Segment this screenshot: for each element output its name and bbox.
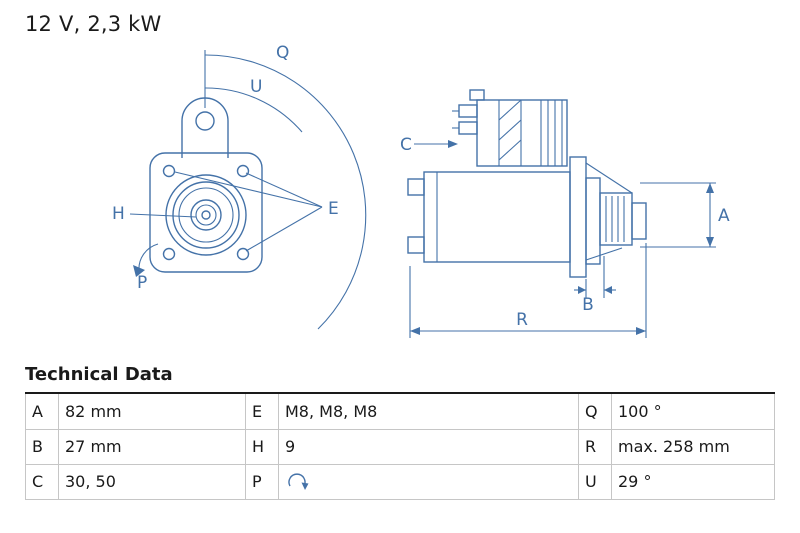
label-b: B: [582, 295, 594, 315]
param-value: 82 mm: [58, 394, 246, 430]
param-key: B: [25, 428, 59, 465]
dimension-a: A: [640, 182, 730, 248]
param-key: R: [578, 428, 612, 465]
label-u: U: [250, 77, 262, 97]
param-key: U: [578, 463, 612, 500]
param-key: Q: [578, 394, 612, 430]
dimension-c-arrow: C: [400, 135, 458, 155]
param-value: max. 258 mm: [611, 428, 775, 465]
param-value: M8, M8, M8: [278, 394, 579, 430]
dimension-p-rotation: P: [133, 243, 159, 293]
param-key: P: [245, 463, 279, 500]
dimension-h-leader: H: [112, 204, 197, 224]
dimension-r: R: [409, 243, 647, 338]
dimension-b: B: [574, 256, 616, 315]
param-value: 9: [278, 428, 579, 465]
table-row: A 82 mm E M8, M8, M8 Q 100 °: [25, 394, 775, 430]
param-key: C: [25, 463, 59, 500]
technical-data-section: Technical Data A 82 mm E M8, M8, M8 Q 10…: [25, 364, 775, 500]
param-value: 30, 50: [58, 463, 246, 500]
technical-data-table: A 82 mm E M8, M8, M8 Q 100 ° B 27 mm H 9…: [25, 394, 775, 500]
label-a: A: [718, 206, 730, 226]
param-key: H: [245, 428, 279, 465]
label-r: R: [516, 310, 528, 330]
table-row: B 27 mm H 9 R max. 258 mm: [25, 428, 775, 465]
dimension-u-arc: U: [204, 77, 303, 133]
param-key: E: [245, 394, 279, 430]
table-row: C 30, 50 P U 29 °: [25, 463, 775, 500]
label-c: C: [400, 135, 412, 155]
dimension-e-leaders: E: [174, 171, 339, 252]
rotation-direction-icon: [285, 471, 309, 490]
dimension-q-arc: Q: [204, 43, 367, 330]
label-p: P: [137, 273, 147, 293]
param-value-icon-cell: [278, 463, 579, 500]
technical-drawing: Q U E H P: [112, 43, 730, 338]
param-value: 29 °: [611, 463, 775, 500]
label-q: Q: [276, 43, 289, 63]
front-view-drawing: [149, 50, 263, 273]
table-title: Technical Data: [25, 364, 775, 394]
param-key: A: [25, 394, 59, 430]
product-spec-title: 12 V, 2,3 kW: [25, 12, 162, 36]
side-view-drawing: [407, 89, 647, 278]
param-value: 27 mm: [58, 428, 246, 465]
label-e: E: [328, 199, 339, 219]
label-h: H: [112, 204, 125, 224]
param-value: 100 °: [611, 394, 775, 430]
